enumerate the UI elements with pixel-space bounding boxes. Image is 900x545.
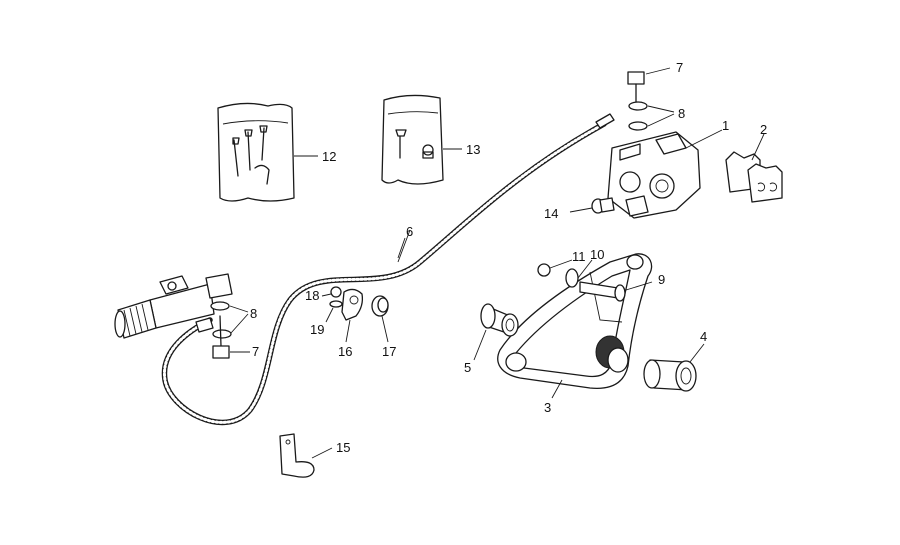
part-7-bolt-left — [212, 315, 250, 359]
part-2-brake-pads — [725, 133, 783, 203]
callout-14: 14 — [544, 206, 558, 221]
part-15-clip — [279, 433, 333, 478]
part-9-bolt — [579, 281, 653, 302]
callout-16: 16 — [338, 344, 352, 359]
callout-13: 13 — [466, 142, 480, 157]
part-18-screw — [321, 286, 342, 298]
callout-10: 10 — [590, 247, 604, 262]
callout-7-left: 7 — [252, 344, 259, 359]
part-1-caliper — [607, 129, 723, 219]
part-4-spacer — [595, 335, 705, 392]
part-10-washer — [565, 259, 593, 288]
callout-2: 2 — [760, 122, 767, 137]
part-6-brake-hose — [161, 113, 615, 425]
master-cylinder — [114, 273, 233, 339]
callout-4: 4 — [700, 329, 707, 344]
callout-12: 12 — [322, 149, 336, 164]
callout-15: 15 — [336, 440, 350, 455]
callout-6: 6 — [406, 224, 413, 239]
part-5-bushing — [473, 303, 519, 361]
part-19-washer — [325, 300, 343, 323]
callout-18: 18 — [305, 288, 319, 303]
callout-1: 1 — [722, 118, 729, 133]
part-7-bolt-top — [627, 67, 671, 103]
part-17-grommet — [371, 295, 389, 343]
callout-17: 17 — [382, 344, 396, 359]
part-14-nipple — [569, 197, 615, 214]
callout-7-top: 7 — [676, 60, 683, 75]
leader-6 — [397, 237, 406, 259]
callout-8-left: 8 — [250, 306, 257, 321]
part-16-clamp — [341, 288, 364, 343]
callout-9: 9 — [658, 272, 665, 287]
part-11-nut — [537, 259, 573, 277]
part-13-bag — [381, 94, 462, 185]
callout-labels: 1 2 3 4 5 6 7 7 8 8 9 10 11 12 13 14 15 … — [250, 60, 767, 455]
part-8-washers-left — [210, 301, 249, 339]
part-8-washers-top — [628, 101, 675, 131]
callout-3: 3 — [544, 400, 551, 415]
callout-8-top: 8 — [678, 106, 685, 121]
callout-5: 5 — [464, 360, 471, 375]
callout-19: 19 — [310, 322, 324, 337]
callout-11: 11 — [572, 249, 586, 264]
part-12-bag — [217, 102, 318, 202]
